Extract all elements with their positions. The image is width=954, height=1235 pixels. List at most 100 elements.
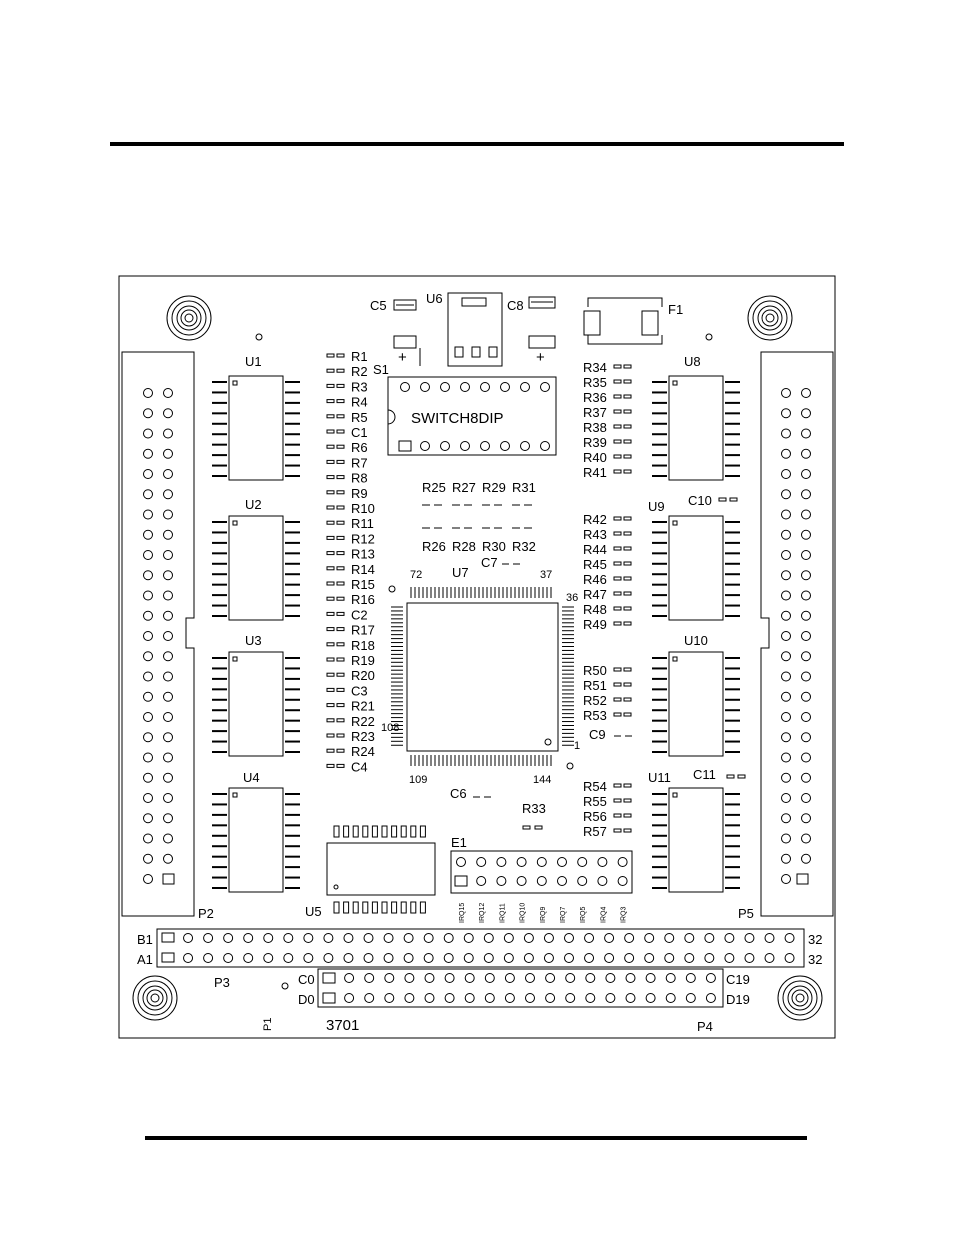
pin [463,933,474,943]
mounting-hole-ring [757,305,783,331]
label-u6: U6 [426,291,443,306]
pin [163,590,173,601]
via-hole [255,333,263,341]
ic-u1-pin1-mark [232,380,238,386]
pin [143,570,153,581]
resistor-label: R43 [583,527,607,542]
smd-pad [623,697,632,702]
ic-u3 [228,651,284,757]
pin [801,408,811,419]
smd-pad [326,672,335,677]
label-p4: P4 [697,1019,713,1034]
smd-pad [326,490,335,495]
resistor-label: R22 [351,714,375,729]
label-c10: C10 [688,493,712,508]
label-pin144: 144 [533,774,551,786]
pin [303,933,314,943]
smd-pad [336,703,345,708]
pin [163,469,173,479]
pin [781,489,791,500]
resistor-label: R18 [351,638,375,653]
smd-pad [336,368,345,373]
switch-pin [480,382,490,392]
resistor-label: R14 [351,562,375,577]
soic-pin-bottom [333,901,340,914]
pin [463,953,474,963]
pin [163,793,173,803]
pin [625,973,636,983]
pin [585,993,596,1003]
smd-pad [326,399,335,404]
resistor-label: R1 [351,349,368,364]
pin [483,933,494,943]
pin [684,953,695,963]
pin [784,933,795,943]
pin [143,509,153,520]
resistor-label: R15 [351,577,375,592]
pin [781,428,791,439]
pin [744,953,755,963]
resistor-label: R41 [583,465,607,480]
ic-u3-label: U3 [245,633,262,648]
irq-label: IRQ5 [580,907,587,923]
resistor-label: R27 [452,480,476,495]
mounting-hole-ring [137,980,173,1016]
smd-pad [336,642,345,647]
pin [705,993,716,1003]
resistor-label: R30 [482,539,506,554]
pin [503,953,514,963]
pin [143,610,153,621]
resistor-label: R32 [512,539,536,554]
pin [143,772,153,783]
smd-pad [613,409,622,414]
irq-label: IRQ3 [621,907,628,923]
smd-pad [326,459,335,464]
plus-left: + [398,349,407,366]
pin [584,933,595,943]
pin [781,469,791,479]
fuse-f1-outline [587,297,663,345]
pin [163,712,173,722]
smd-pad [613,697,622,702]
connector-p3 [156,928,805,968]
smd-pad [726,774,735,779]
irq-label: IRQ4 [600,907,607,923]
pin [781,874,791,884]
smd-pad [326,429,335,434]
ic-u9-pin1-mark [672,520,678,526]
pin [243,953,254,963]
pin [801,793,811,803]
fuse-pad [641,310,659,336]
via-hole [566,762,574,770]
ic-u4-pin1-mark [232,792,238,798]
mounting-hole-ring [184,313,194,323]
smd-pad [613,561,622,566]
pin [781,813,791,824]
pin [564,953,574,963]
pin [781,529,791,540]
u6-pin [488,346,498,358]
pin [364,973,375,983]
label-b1: B1 [137,932,153,947]
switch-pin [400,382,410,392]
pin [163,408,173,419]
smd-pad [326,383,335,388]
resistor-label: R52 [583,693,607,708]
ic-u5-pin1 [333,884,339,890]
pin [423,953,434,963]
ic-u2-pin1-mark [232,520,238,526]
soic-pin-top [371,825,378,838]
label-p3: P3 [214,975,230,990]
irq-label: IRQ12 [479,903,486,923]
label-c8: C8 [507,298,524,313]
pin [364,993,375,1003]
pin [384,993,395,1003]
pin [801,651,811,662]
connector-p2-outline [121,351,195,917]
pin [744,933,755,943]
ic-u4-label: U4 [243,770,260,785]
pin [343,953,354,963]
smd-pad [613,576,622,581]
resistor-label: R26 [422,539,446,554]
resistor-label: R35 [583,375,607,390]
